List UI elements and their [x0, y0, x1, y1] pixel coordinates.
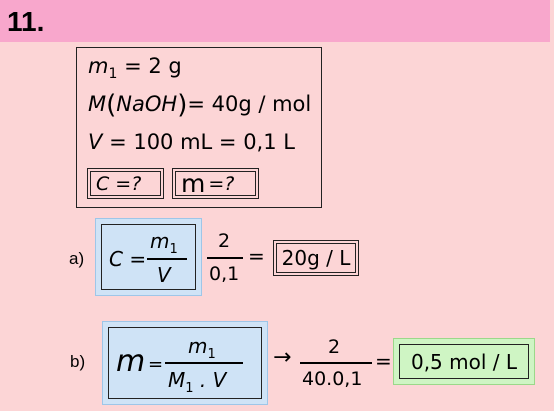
part-a-sub-denominator: 0,1 — [209, 263, 240, 285]
given-data-box: m1 = 2 g M(NaOH)= 40g / mol V = 100 mL =… — [76, 47, 322, 208]
unknown-concentration-box: C =? — [87, 168, 164, 199]
part-b-sub-fraction-bar — [300, 362, 372, 364]
part-a-equals: = — [248, 244, 265, 268]
part-b-sub-numerator: 2 — [328, 336, 341, 358]
part-b-result: 0,5 mol / L — [399, 344, 529, 379]
part-b-fraction-bar — [165, 362, 243, 364]
part-a-sub-fraction-bar — [207, 257, 243, 259]
exercise-number: 11. — [7, 6, 45, 37]
part-b-formula-box: m = m1 M1 . V — [102, 321, 268, 405]
given-volume-line: V = 100 mL = 0,1 L — [88, 130, 295, 154]
part-a-denominator: V — [157, 263, 171, 287]
part-b-sub-denominator: 40.0,1 — [302, 368, 363, 390]
part-a-result-box: 20g / L — [273, 240, 359, 276]
part-a-result: 20g / L — [276, 243, 356, 273]
unknown-mass-box: m =? — [172, 168, 259, 199]
part-b-numerator: m1 — [188, 334, 216, 362]
part-b-equals: = — [375, 349, 392, 373]
part-b-denominator: M1 . V — [168, 368, 227, 396]
given-mass-line: m1 = 2 g — [88, 54, 182, 82]
part-b-result-box: 0,5 mol / L — [393, 338, 535, 385]
part-a-formula-box: C = m1 V — [95, 218, 202, 296]
part-b-arrow: → — [273, 345, 292, 370]
part-b-label: b) — [70, 352, 86, 371]
part-b-lhs-equals: = — [148, 354, 164, 375]
exercise-header: 11. — [0, 0, 550, 42]
part-a-fraction-bar — [147, 258, 187, 260]
part-a-label: a) — [69, 249, 85, 268]
part-b-lhs-symbol: m — [116, 344, 146, 379]
part-a-lhs: C = — [109, 247, 147, 271]
part-a-numerator: m1 — [150, 229, 178, 257]
given-molar-mass-line: M(NaOH)= 40g / mol — [88, 90, 312, 120]
part-a-sub-numerator: 2 — [218, 230, 231, 252]
